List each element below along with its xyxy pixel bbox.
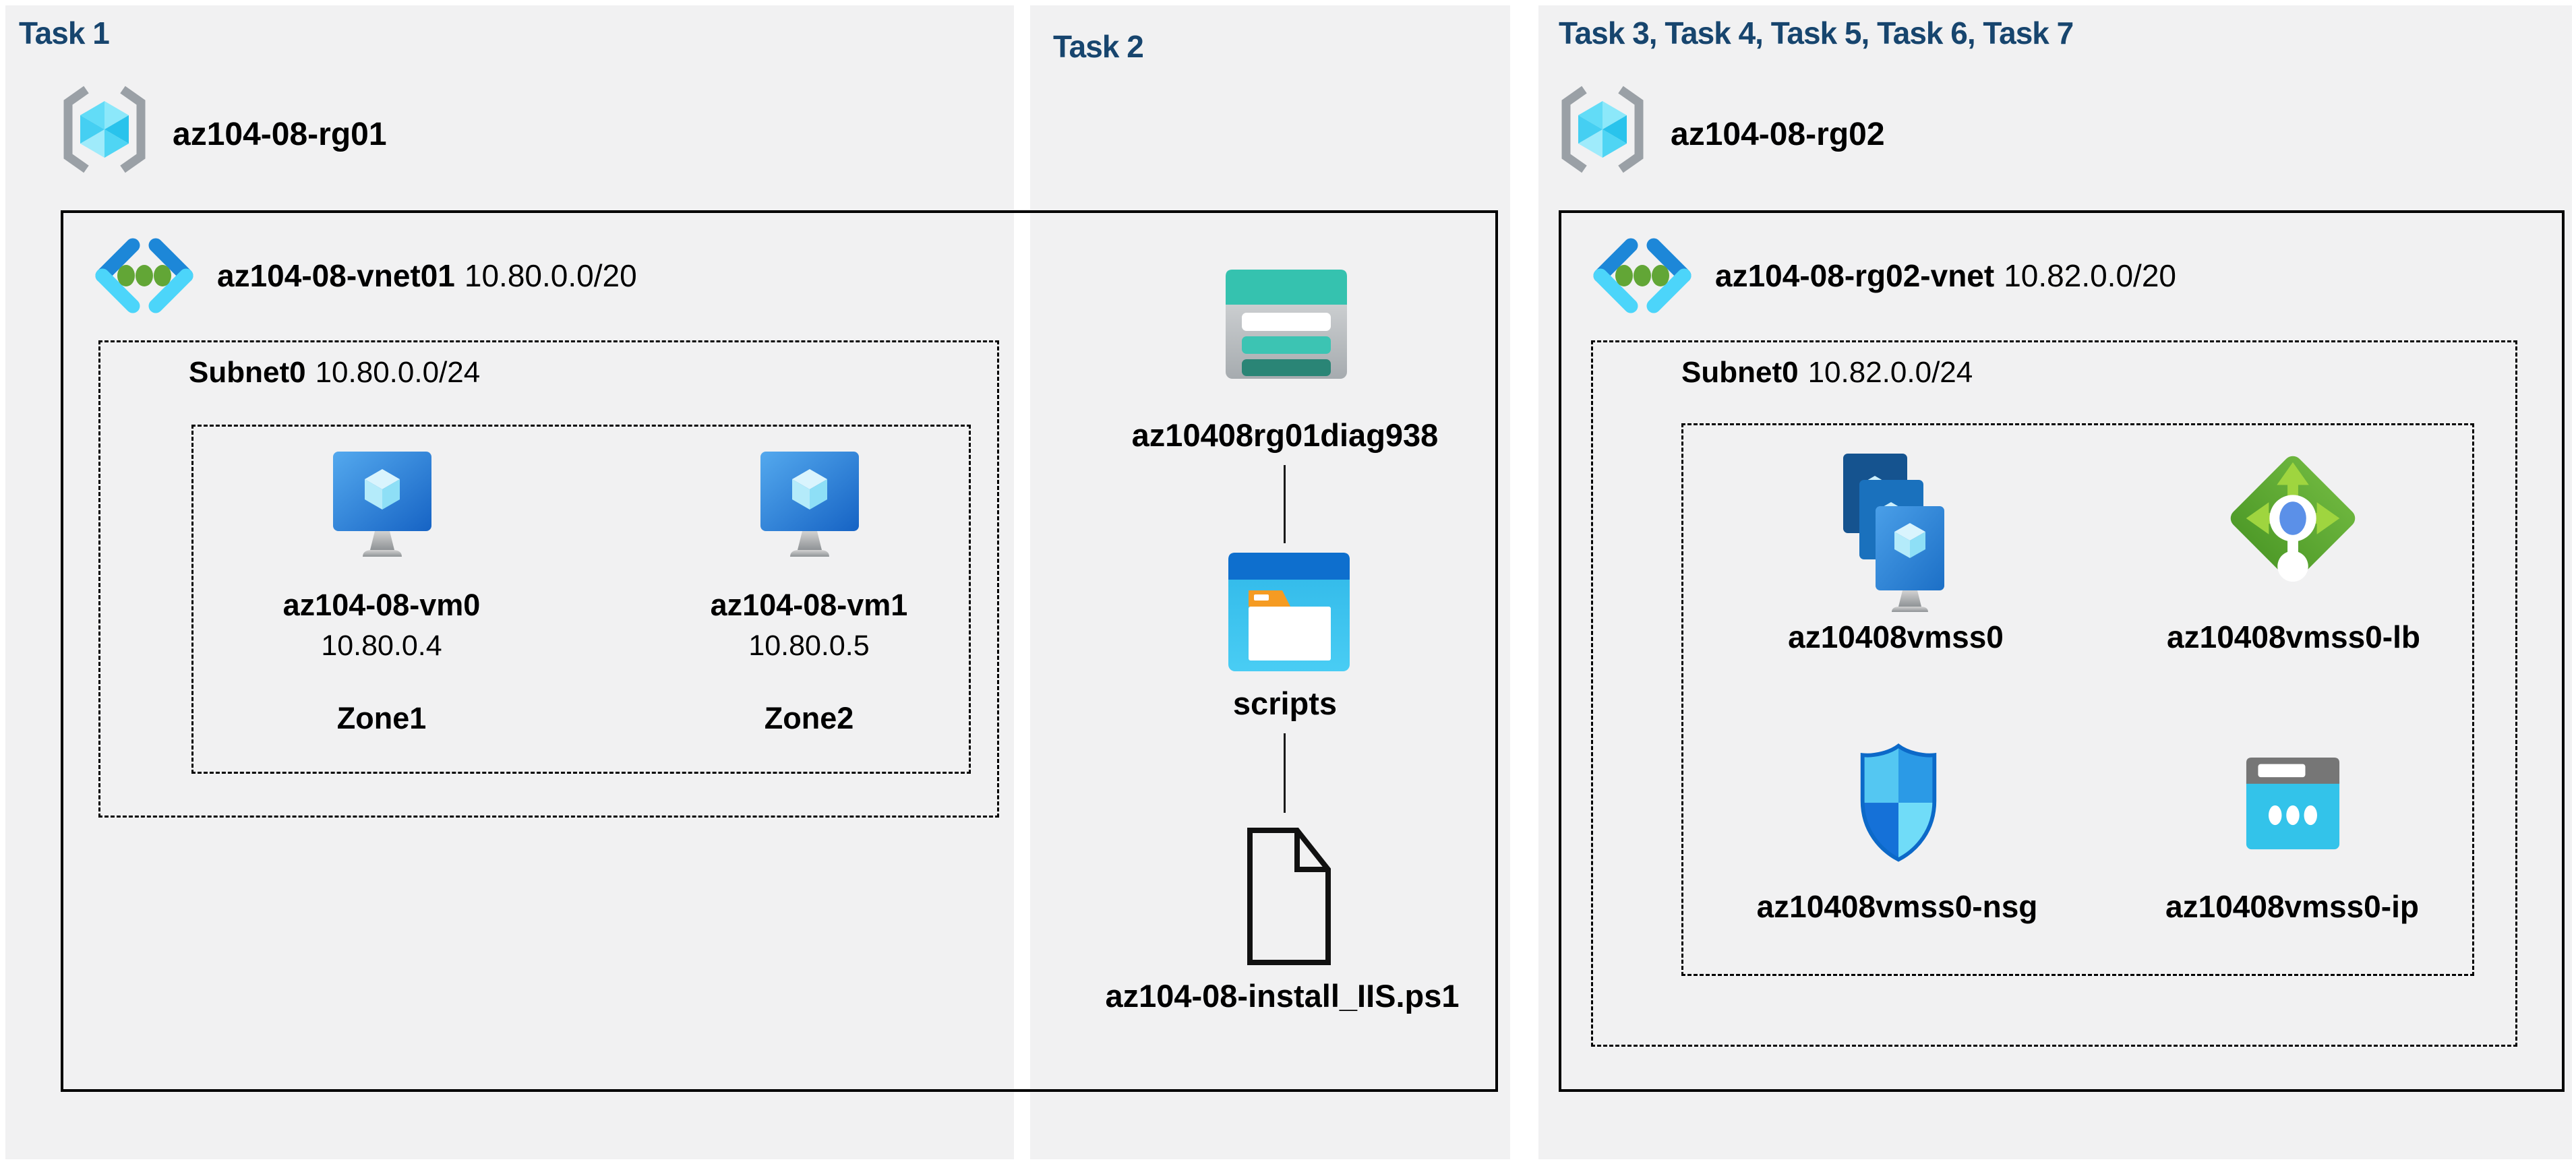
network-security-group-icon [1860,743,1937,862]
blob-container-icon [1228,553,1350,671]
storage-account-icon [1226,270,1347,379]
powershell-file-icon [1247,828,1331,965]
storage-account-label: az10408rg01diag938 [1131,417,1439,453]
vm1-ip: 10.80.0.5 [748,630,870,662]
subnet0-left-label: Subnet0 10.80.0.0/24 [189,356,480,390]
rg02-vnet-box [1559,210,2565,1092]
subnet0-left-cidr: 10.80.0.0/24 [315,356,481,389]
vmss-label: az10408vmss0 [1788,619,2004,654]
nsg-label: az10408vmss0-nsg [1756,889,2038,924]
vm0-zone: Zone1 [336,701,427,735]
virtual-network-icon [1593,238,1691,313]
subnet0-left-name: Subnet0 [189,356,306,389]
vnet01-box [61,210,1498,1092]
scripts-container-label: scripts [1232,685,1338,721]
task1-panel [5,5,1014,1159]
vm0-ip: 10.80.0.4 [321,630,442,662]
task1-header: Task 1 [19,16,110,51]
subnet0-box-right [1591,340,2517,1047]
rg02-vnet-name: az104-08-rg02-vnet [1715,258,1995,293]
connector-line [1284,733,1286,813]
vm-scale-set-icon [1843,454,1944,612]
rg02-label: az104-08-rg02 [1671,117,1885,152]
resource-group-icon [1561,86,1644,173]
vnet01-cidr: 10.80.0.0/20 [464,258,637,293]
vm1-zone: Zone2 [764,701,854,735]
vnet01-label: az104-08-vnet01 10.80.0.0/20 [217,257,637,294]
connector-line [1284,465,1286,543]
virtual-machine-icon [333,452,431,557]
ps1-file-label: az104-08-install_IIS.ps1 [1105,978,1460,1014]
rg01-label: az104-08-rg01 [173,117,387,152]
rg02-vnet-label: az104-08-rg02-vnet 10.82.0.0/20 [1715,257,2176,294]
vm0-name: az104-08-vm0 [282,588,481,622]
subnet0-box-left [98,340,999,818]
load-balancer-icon [2230,456,2356,582]
virtual-network-icon [95,238,193,313]
subnet0-right-name: Subnet0 [1681,356,1799,389]
virtual-machine-icon [760,452,859,557]
task3-panel [1538,5,2572,1159]
vmss-group-box [1681,423,2474,976]
task2-header: Task 2 [1053,29,1144,64]
rg02-vnet-cidr: 10.82.0.0/20 [2004,258,2176,293]
subnet0-right-cidr: 10.82.0.0/24 [1807,356,1973,389]
lb-label: az10408vmss0-lb [2167,619,2420,654]
vm-group-box [191,425,971,774]
task3-header: Task 3, Task 4, Task 5, Task 6, Task 7 [1559,16,2074,51]
public-ip-label: az10408vmss0-ip [2165,889,2419,924]
vnet01-name: az104-08-vnet01 [217,258,455,293]
resource-group-icon [63,86,146,173]
vm1-name: az104-08-vm1 [710,588,908,622]
public-ip-icon [2246,757,2340,850]
